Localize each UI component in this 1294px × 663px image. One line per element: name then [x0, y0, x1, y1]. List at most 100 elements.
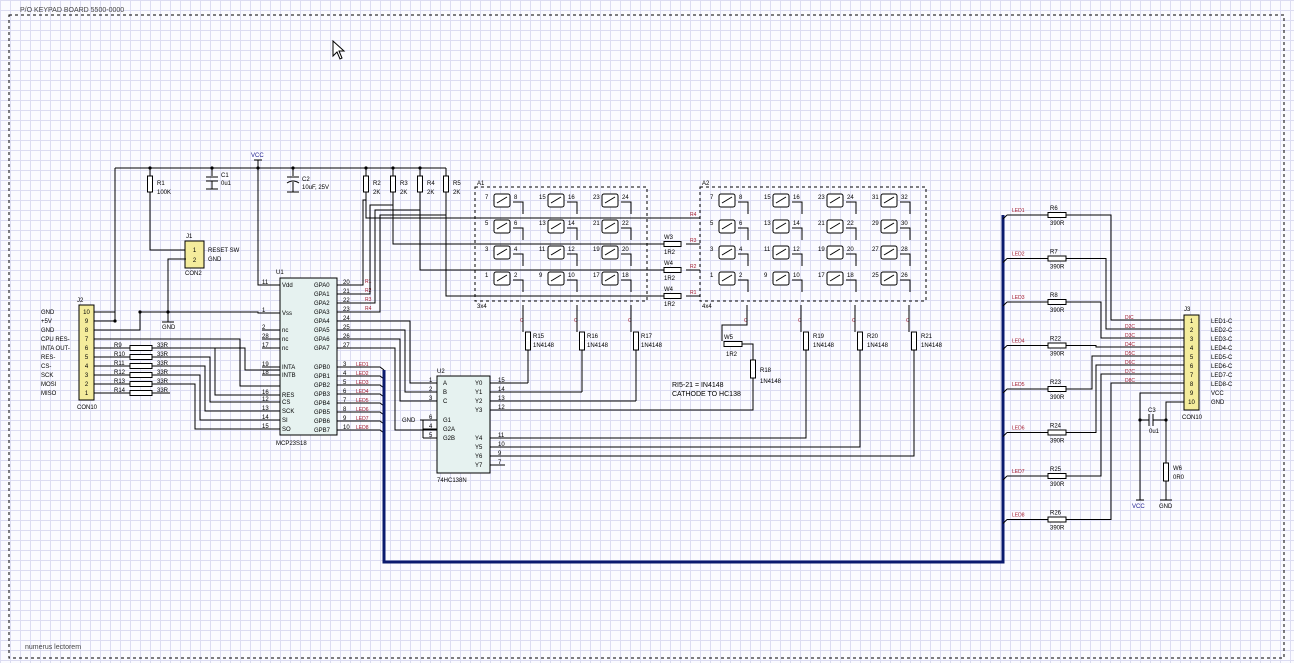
key-pin-number: 32 — [901, 195, 908, 201]
diode-value: 1N4148 — [867, 343, 889, 349]
wire — [846, 201, 857, 214]
key-pin-number: 5 — [485, 221, 489, 227]
j2-ref: J2 — [77, 298, 84, 304]
c3-ref: C3 — [1148, 408, 1156, 414]
key-pin-number: 3 — [710, 247, 714, 253]
key-pin-number: 15 — [539, 195, 546, 201]
wire — [513, 201, 524, 214]
pullup-value: 2K — [427, 190, 434, 196]
u1-pin-number: 12 — [262, 397, 269, 403]
j2-pin-number: 5 — [85, 355, 89, 361]
key-pin-number: 28 — [901, 247, 908, 253]
led-resistor — [1047, 255, 1067, 262]
row-link-ref: W4 — [664, 287, 674, 293]
j3-pin-number: 7 — [1190, 373, 1194, 379]
junction-dot — [1138, 418, 1142, 422]
u1-gpb-name: GPB3 — [314, 392, 331, 398]
u1-pin-number: 10 — [343, 425, 350, 431]
j2-signal-label: MOSI — [41, 382, 57, 388]
wire — [1002, 388, 1008, 394]
wire — [392, 205, 664, 245]
series-ref: R9 — [114, 343, 122, 349]
wire — [513, 227, 524, 240]
u1-pin-number: 9 — [343, 416, 347, 422]
col-net-label: C — [628, 318, 632, 324]
u1-pin-name: nc — [282, 337, 288, 343]
row-link-resistor — [663, 241, 682, 247]
j2-signal-label: GND — [41, 310, 55, 316]
wire — [337, 429, 385, 434]
wire — [567, 279, 578, 292]
u2-pin-number: 1 — [429, 378, 433, 384]
diode-ref: R18 — [760, 368, 772, 374]
j3-part: CON10 — [1182, 415, 1203, 421]
key-pin-number: 4 — [514, 247, 518, 253]
wire — [1066, 364, 1184, 433]
u2-ref: U2 — [437, 369, 445, 375]
u1-pin-number: 17 — [262, 343, 269, 349]
j3-pin-label: LED8-C — [1211, 382, 1233, 388]
wire — [382, 215, 1005, 564]
sheet-author: numerus lectorem — [25, 644, 81, 651]
wire — [419, 210, 664, 271]
j1-pin-number: 1 — [193, 248, 197, 254]
row-net-label: R3 — [365, 297, 372, 303]
key-pin-number: 22 — [622, 221, 629, 227]
key-pin-number: 23 — [593, 195, 600, 201]
diode-ref: R21 — [921, 334, 933, 340]
u2-pin-number: 13 — [498, 396, 505, 402]
key-pin-number: 2 — [739, 273, 743, 279]
key-pin-number: 1 — [485, 273, 489, 279]
led-res-value: 390R — [1050, 308, 1065, 314]
gnd-label: GND — [1159, 504, 1173, 510]
wire — [1002, 345, 1008, 350]
series-ref: R14 — [114, 388, 126, 394]
wire — [621, 253, 632, 266]
key-pin-number: 21 — [818, 221, 825, 227]
series-value: 33R — [157, 370, 169, 376]
j3-pin-number: 3 — [1190, 337, 1194, 343]
w5-link — [723, 341, 743, 347]
u1-pin-number: 20 — [343, 280, 350, 286]
u2-pin-name: Y3 — [475, 408, 483, 414]
j2-pin-number: 1 — [85, 391, 89, 397]
note-line: RI5-21 = IN4148 — [672, 382, 724, 389]
pullup-ref: R3 — [400, 181, 408, 187]
wire — [337, 393, 385, 398]
j2-signal-label: GND — [41, 328, 55, 334]
u1-gpb-name: GPB4 — [314, 401, 331, 407]
u1-pin-name: Vss — [282, 311, 292, 317]
u1-gpa-name: GPA4 — [314, 319, 330, 325]
led-net-label: LED2 — [1012, 252, 1025, 258]
u1-pin-number: 7 — [343, 398, 347, 404]
u1-gpb-name: GPB0 — [314, 365, 331, 371]
u2-pin-name: Y5 — [475, 445, 483, 451]
wire — [490, 378, 754, 411]
keypad-part: 3x4 — [477, 304, 487, 310]
j3-net-label: D3C — [1125, 333, 1135, 339]
wire — [152, 347, 280, 396]
key-pin-number: 23 — [818, 195, 825, 201]
led-res-ref: R25 — [1050, 467, 1062, 473]
j2-pin-number: 3 — [85, 373, 89, 379]
diode-value: 1N4148 — [641, 343, 663, 349]
u1-gpa-name: GPA0 — [314, 283, 330, 289]
u1-pin-name: RES — [282, 393, 294, 399]
u2-pin-number: 5 — [429, 433, 433, 439]
vcc-label: VCC — [251, 153, 264, 159]
j2-pin-number: 4 — [85, 364, 89, 370]
j1-ref: J1 — [186, 234, 193, 240]
row-link-ref: W4 — [664, 261, 674, 267]
key-pin-number: 1 — [710, 273, 714, 279]
series-resistor — [129, 363, 153, 369]
w5-value: 1R2 — [726, 352, 738, 358]
wire — [1066, 301, 1184, 339]
wire — [1002, 301, 1008, 307]
u2-pin-number: 2 — [429, 387, 433, 393]
j3-net-label: D5C — [1125, 351, 1135, 357]
key-pin-number: 18 — [622, 273, 629, 279]
pullup-ref: R4 — [427, 181, 435, 187]
u1-pin-number: 1 — [262, 308, 266, 314]
